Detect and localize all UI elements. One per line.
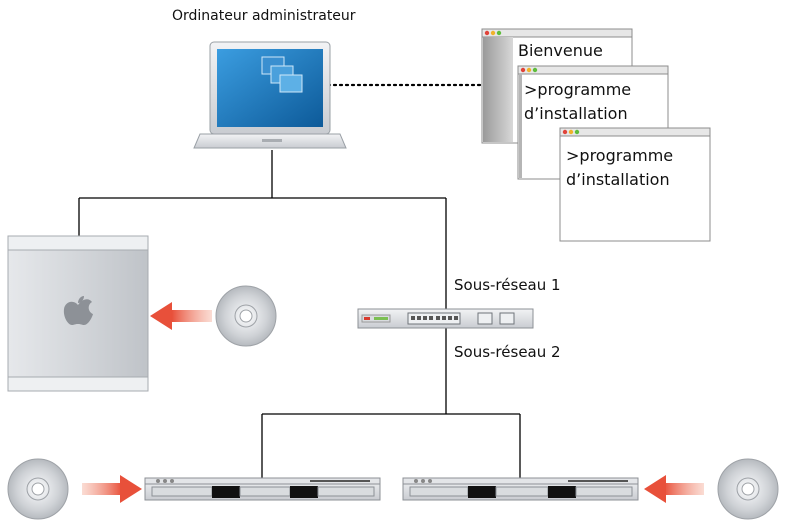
arrow-icon — [644, 475, 704, 503]
window-front-line-1: >programme — [566, 146, 674, 165]
apple-logo-icon — [63, 296, 93, 325]
cd-disc-icon — [215, 285, 277, 347]
subnet-1-label: Sous-réseau 1 — [454, 276, 561, 294]
cd-disc-icon — [7, 458, 69, 520]
installer-windows — [481, 28, 711, 242]
cd-disc-icon — [717, 458, 779, 520]
admin-computer-label: Ordinateur administrateur — [172, 8, 356, 24]
window-front-line-2: d’installation — [566, 170, 670, 189]
subnet-2-label: Sous-réseau 2 — [454, 343, 561, 361]
rack-server-icon — [402, 477, 639, 501]
rack-server-icon — [144, 477, 381, 501]
window-icon — [261, 56, 303, 93]
window-back-title: Bienvenue — [518, 41, 603, 60]
window-middle-line-2: d’installation — [524, 104, 628, 123]
window-front — [559, 127, 711, 242]
network-lines — [78, 150, 521, 478]
window-middle-line-1: >programme — [524, 80, 632, 99]
tower-server-icon — [7, 235, 149, 392]
laptop-icon — [193, 41, 347, 149]
arrow-icon — [82, 475, 142, 503]
arrow-icon — [150, 302, 212, 330]
network-switch-icon — [357, 308, 534, 329]
